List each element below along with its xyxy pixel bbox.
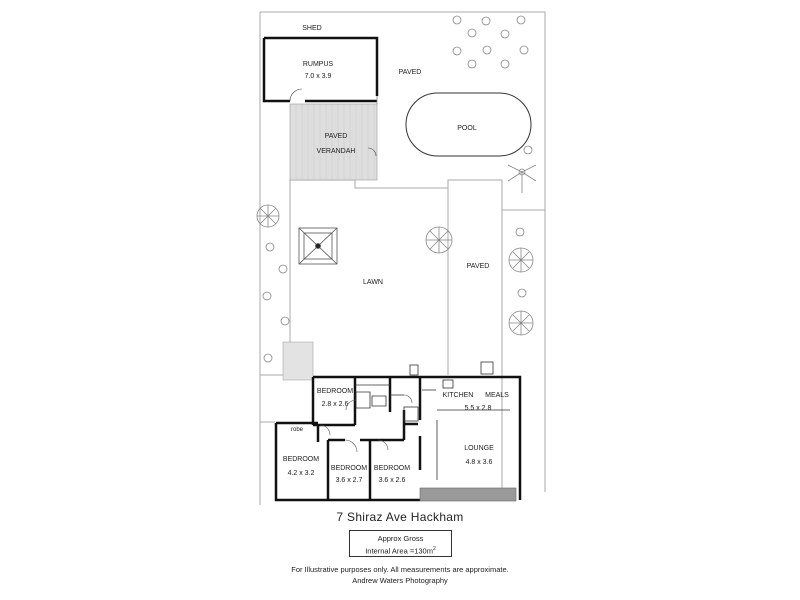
photographer-credit: Andrew Waters Photography — [352, 576, 448, 585]
robe-label: robe — [291, 427, 304, 433]
side-path — [282, 341, 314, 381]
lounge-label: LOUNGE — [464, 445, 494, 452]
garden-plants — [262, 15, 533, 363]
rumpus-size: 7.0 x 3.9 — [305, 73, 332, 80]
property-boundary — [259, 11, 546, 505]
area-line-2: Internal Area =130m2 — [350, 544, 451, 557]
rumpus-walls — [262, 36, 379, 103]
paved-right-label: PAVED — [467, 263, 490, 270]
tree-icon — [256, 164, 537, 336]
kitchen-meals-size: 5.5 x 2.8 — [465, 405, 492, 412]
verandah-label-1: PAVED — [325, 133, 348, 140]
bedroom3-size: 3.6 x 2.7 — [336, 477, 363, 484]
meals-label: MEALS — [485, 392, 509, 399]
deck-area — [419, 487, 517, 502]
area-unit-superscript: 2 — [432, 546, 436, 552]
bedroom1-size: 2.8 x 2.6 — [322, 401, 349, 408]
pool-label: POOL — [457, 125, 477, 132]
bedroom3-label: BEDROOM — [331, 465, 367, 472]
verandah-area — [289, 103, 378, 181]
gazebo-icon — [298, 227, 338, 265]
bedroom1-label: BEDROOM — [317, 388, 353, 395]
property-address: 7 Shiraz Ave Hackham — [336, 510, 464, 524]
area-summary-box: Approx Gross Internal Area =130m2 — [349, 530, 452, 557]
rumpus-label: RUMPUS — [303, 61, 334, 68]
house-interior-lines — [355, 361, 510, 480]
area-line-1: Approx Gross — [377, 534, 424, 543]
area-value: 130m — [414, 546, 433, 556]
bedroom4-label: BEDROOM — [374, 465, 410, 472]
disclaimer-line-1: For Illustrative purposes only. All meas… — [291, 565, 509, 574]
bedroom4-size: 3.6 x 2.6 — [379, 477, 406, 484]
area-prefix: Internal Area = — [365, 546, 415, 556]
bedroom2-size: 4.2 x 3.2 — [288, 470, 315, 477]
disclaimer: For Illustrative purposes only. All meas… — [0, 564, 800, 586]
verandah-label-2: VERANDAH — [317, 148, 356, 155]
shed-label: SHED — [302, 25, 321, 32]
house-walls — [274, 375, 522, 502]
door-swings — [319, 394, 413, 453]
pool-outline — [405, 92, 532, 157]
lawn-label: LAWN — [363, 279, 383, 286]
lounge-size: 4.8 x 3.6 — [466, 459, 493, 466]
kitchen-label: KITCHEN — [443, 392, 474, 399]
paved-top-label: PAVED — [399, 69, 422, 76]
bedroom2-label: BEDROOM — [283, 456, 319, 463]
